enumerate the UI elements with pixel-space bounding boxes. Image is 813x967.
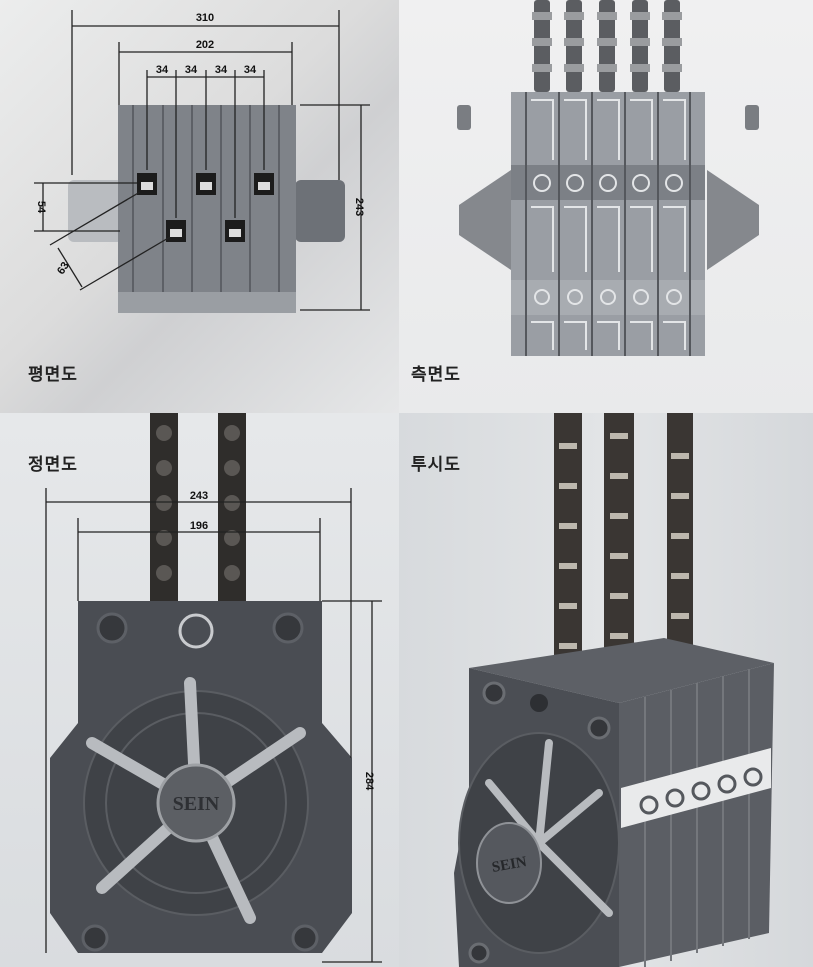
body [118,105,296,313]
front-logo: SEIN [173,793,220,815]
left-hub [68,180,123,242]
perspective-view-panel: SEIN 투시도 [399,413,813,967]
perspective-band-circles [639,767,763,815]
plan-view-drawing: 310 202 34 34 34 34 243 54 63 [34,10,370,313]
front-view-drawing: SEIN 243 196 284 [45,413,382,963]
dim-pitch-3: 34 [215,64,228,76]
side-circle-marks [533,174,683,305]
perspective-chains [554,413,693,668]
front-dim-inner-width: 196 [190,520,208,532]
dim-offset-diagonal: 63 [55,260,72,277]
perspective-plate-dividers [644,669,750,967]
side-body-band-lower [511,280,705,315]
chain-slots [137,173,274,242]
front-hub-cap [156,763,236,843]
right-hub [295,180,345,242]
dim-overall-width: 310 [196,12,214,24]
front-top-ring [178,613,214,649]
front-dim-height: 284 [363,772,375,791]
dim-pitch-1: 34 [156,64,169,76]
dim-body-width: 202 [196,39,214,51]
side-right-lug [745,105,759,130]
plate-dividers [132,105,280,313]
side-view-label: 측면도 [411,365,461,385]
dim-offset-vertical: 54 [35,201,47,214]
side-chain-links [532,12,682,72]
perspective-hub-cap [476,822,542,904]
plan-view-label: 평면도 [28,365,78,385]
perspective-top-ring [530,694,548,712]
side-view-drawing [457,0,759,356]
perspective-logo: SEIN [491,854,528,876]
plan-dimension-lines [34,10,370,311]
side-view-panel: 측면도 [399,0,813,413]
side-left-hub [459,170,511,270]
dim-height: 243 [353,198,365,216]
front-chains [150,413,246,603]
front-bolts [81,612,319,952]
dim-pitch-2: 34 [185,64,198,76]
side-left-lug [457,105,471,130]
side-body [511,92,705,356]
front-dimension-lines [45,488,382,963]
front-dim-overall-width: 243 [190,490,208,502]
perspective-white-band [621,748,771,828]
dim-pitch-4: 34 [244,64,257,76]
perspective-view-label: 투시도 [411,455,461,475]
side-plate-dividers [525,92,691,356]
front-view-panel: SEIN 243 196 284 정면도 [0,413,399,967]
side-right-hub [707,170,759,270]
plan-view-panel: 310 202 34 34 34 34 243 54 63 평면도 [0,0,399,413]
perspective-bolts [468,681,611,964]
body-bottom-rim [118,292,296,313]
perspective-top-face [469,638,774,703]
perspective-view-drawing: SEIN [454,413,774,967]
side-body-band [511,165,705,200]
front-view-label: 정면도 [28,455,78,475]
side-corner-marks [531,99,686,350]
